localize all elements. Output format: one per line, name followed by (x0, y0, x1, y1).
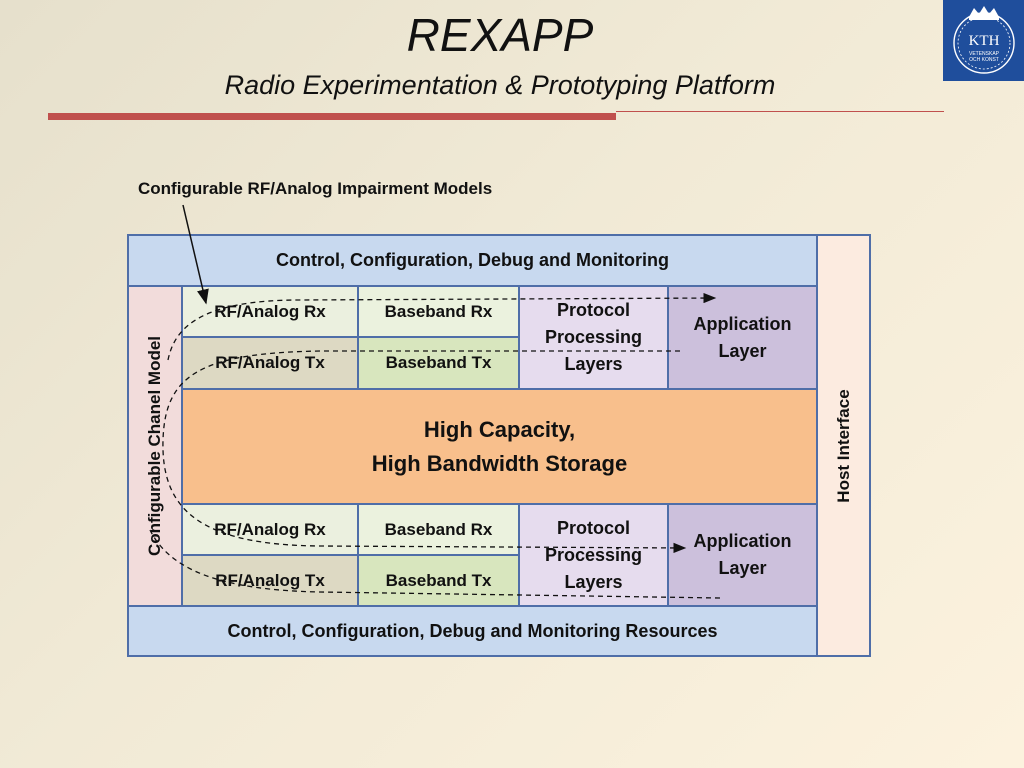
channel-model-label: Configurable Chanel Model (145, 335, 164, 557)
upper-protocol-processing-block: Protocol Processing Layers (518, 285, 669, 390)
lower-baseband-tx-block: Baseband Tx (357, 554, 520, 607)
upper-rf-tx-label: RF/Analog Tx (215, 353, 325, 372)
lower-protocol-line3: Layers (564, 571, 623, 592)
bottom-control-bar: Control, Configuration, Debug and Monito… (127, 605, 818, 657)
upper-baseband-rx-block: Baseband Rx (357, 285, 520, 338)
kth-crown-logo-icon: KTH VETENSKAP OCH KONST (952, 5, 1015, 74)
lower-protocol-line1: Protocol (556, 517, 630, 538)
lower-app-line2: Layer (718, 558, 767, 578)
upper-baseband-tx-block: Baseband Tx (357, 336, 520, 390)
lower-baseband-rx-label: Baseband Rx (384, 519, 493, 539)
host-interface-label: Host Interface (834, 389, 853, 503)
logo-motto-line1: VETENSKAP (968, 51, 999, 57)
lower-rf-tx-block: RF/Analog Tx (181, 554, 359, 607)
storage-line1: High Capacity, (423, 416, 576, 442)
upper-protocol-line3: Layers (564, 354, 623, 374)
upper-application-layer-block: Application Layer (667, 285, 818, 390)
upper-protocol-line1: Protocol (556, 300, 630, 320)
upper-protocol-line2: Processing (544, 327, 643, 347)
upper-baseband-rx-label: Baseband Rx (384, 301, 493, 321)
lower-protocol-processing-block: Protocol Processing Layers (518, 503, 669, 607)
impairment-models-callout: Configurable RF/Analog Impairment Models (138, 179, 493, 198)
lower-rf-rx-label: RF/Analog Rx (214, 519, 326, 539)
bottom-control-label: Control, Configuration, Debug and Monito… (227, 620, 718, 641)
lower-rf-tx-label: RF/Analog Tx (215, 570, 325, 590)
upper-rf-rx-block: RF/Analog Rx (181, 285, 359, 338)
lower-baseband-rx-block: Baseband Rx (357, 503, 520, 556)
top-control-bar: Control, Configuration, Debug and Monito… (127, 234, 818, 287)
logo-motto-line2: OCH KONST (969, 57, 999, 63)
storage-block: High Capacity, High Bandwidth Storage (181, 388, 818, 505)
title-underline-thick (48, 113, 616, 120)
title-underline-thin (616, 111, 944, 112)
kth-logo: KTH VETENSKAP OCH KONST (943, 0, 1024, 81)
logo-text: KTH (968, 33, 999, 49)
lower-protocol-line2: Processing (544, 544, 643, 565)
top-control-label: Control, Configuration, Debug and Monito… (276, 250, 669, 270)
slide-title: REXAPP (406, 9, 594, 61)
lower-baseband-tx-label: Baseband Tx (385, 570, 492, 590)
slide-subtitle: Radio Experimentation & Prototyping Plat… (224, 70, 776, 100)
lower-app-line1: Application (693, 531, 792, 551)
upper-app-line2: Layer (718, 340, 767, 361)
upper-baseband-tx-label: Baseband Tx (385, 353, 492, 372)
host-interface-block (816, 234, 871, 657)
upper-app-line1: Application (693, 313, 792, 334)
storage-line2: High Bandwidth Storage (371, 450, 628, 476)
upper-rf-tx-block: RF/Analog Tx (181, 336, 359, 390)
upper-rf-rx-label: RF/Analog Rx (214, 301, 326, 321)
lower-application-layer-block: Application Layer (667, 503, 818, 607)
lower-rf-rx-block: RF/Analog Rx (181, 503, 359, 556)
